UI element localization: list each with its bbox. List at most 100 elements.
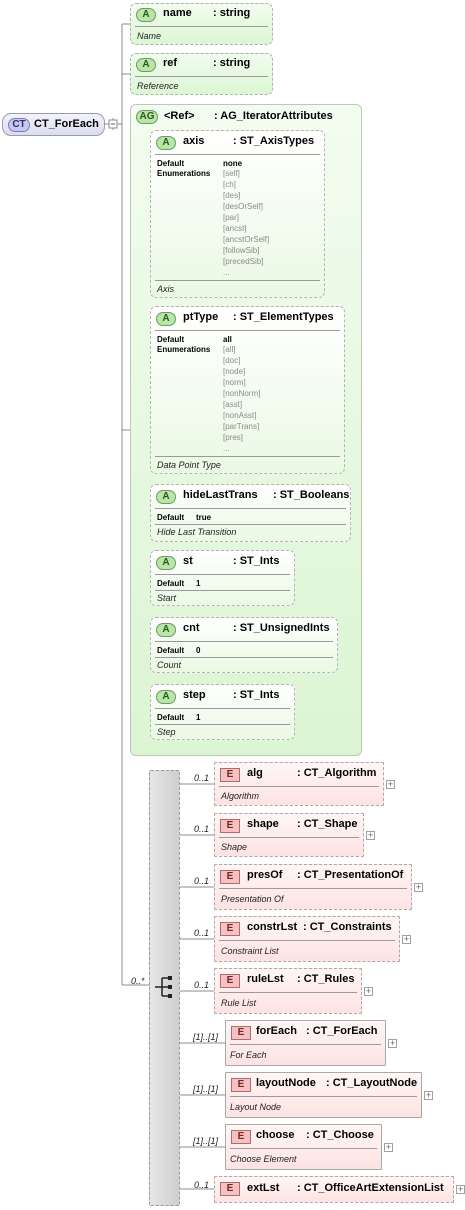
enum-value: [precedSib] — [223, 257, 264, 266]
sequence-compositor[interactable] — [149, 770, 180, 1206]
attribute-step[interactable]: A step : ST_Ints Default 1 Step — [150, 684, 295, 740]
expand-rulelst-button[interactable]: + — [364, 986, 373, 996]
expand-layoutnode-button[interactable]: + — [424, 1090, 433, 1100]
root-type-node[interactable]: CT CT_ForEach — [2, 113, 105, 136]
element-description: Presentation Of — [221, 894, 284, 904]
element-presof[interactable]: E presOf : CT_PresentationOf Presentatio… — [214, 864, 412, 910]
expand-choose-button[interactable]: + — [384, 1142, 393, 1152]
attribute-description: Step — [157, 727, 176, 737]
enum-value: [ancst] — [223, 224, 247, 233]
element-name: forEach — [256, 1025, 297, 1037]
attribute-icon: A — [136, 8, 156, 22]
divider — [155, 724, 290, 725]
element-description: Shape — [221, 842, 248, 852]
default-label: Default — [157, 513, 185, 522]
element-shape[interactable]: E shape : CT_Shape Shape — [214, 813, 364, 857]
expand-presof-button[interactable]: + — [414, 882, 423, 892]
element-icon: E — [231, 1026, 251, 1040]
default-label: Default — [157, 159, 185, 168]
attribute-type: : ST_Booleans — [273, 489, 350, 501]
expand-shape-button[interactable]: + — [366, 830, 375, 840]
attribute-cnt[interactable]: A cnt : ST_UnsignedInts Default 0 Count — [150, 617, 338, 673]
attribute-name-label: ptType — [183, 311, 219, 323]
element-layoutnode[interactable]: E layoutNode : CT_LayoutNode Layout Node — [225, 1072, 422, 1118]
element-name: extLst — [247, 1182, 280, 1194]
enumerations-label: Enumerations — [157, 345, 211, 354]
attribute-name-label: step — [183, 689, 206, 701]
enumerations-label: Enumerations — [157, 169, 211, 178]
divider — [219, 837, 359, 838]
element-type: : CT_OfficeArtExtensionList — [297, 1182, 444, 1194]
element-icon: E — [220, 870, 240, 884]
element-cardinality: 0..1 — [194, 876, 210, 886]
default-value: true — [196, 513, 212, 522]
element-icon: E — [220, 922, 240, 936]
divider — [230, 1044, 381, 1045]
enum-value: [all] — [223, 345, 236, 354]
element-name: choose — [256, 1129, 295, 1141]
divider — [219, 992, 357, 993]
element-type: : CT_ForEach — [306, 1025, 378, 1037]
element-icon: E — [231, 1130, 251, 1144]
enum-value: [doc] — [223, 356, 241, 365]
attribute-type: : string — [213, 7, 251, 19]
default-value: all — [223, 335, 232, 344]
expand-extlst-button[interactable]: + — [456, 1184, 465, 1194]
element-cardinality: [1]..[1] — [193, 1136, 219, 1146]
element-cardinality: 0..1 — [194, 928, 210, 938]
element-extlst[interactable]: E extLst : CT_OfficeArtExtensionList — [214, 1176, 454, 1203]
attribute-ref[interactable]: A ref : string Reference — [130, 53, 273, 95]
attribute-icon: A — [156, 312, 176, 326]
divider — [155, 641, 333, 642]
default-label: Default — [157, 646, 185, 655]
attribute-type: : string — [213, 57, 251, 69]
expand-constrlst-button[interactable]: + — [402, 934, 411, 944]
element-alg[interactable]: E alg : CT_Algorithm Algorithm — [214, 762, 384, 806]
attribute-group-name: <Ref> — [164, 110, 195, 122]
element-choose[interactable]: E choose : CT_Choose Choose Element — [225, 1124, 382, 1170]
enum-value: [pres] — [223, 433, 244, 442]
element-icon: E — [220, 768, 240, 782]
attribute-icon: A — [156, 490, 176, 504]
divider — [219, 940, 395, 941]
enum-value: [des] — [223, 191, 241, 200]
attribute-pttype[interactable]: A ptType : ST_ElementTypes Default all E… — [150, 306, 345, 474]
attribute-group-type: : AG_IteratorAttributes — [214, 110, 333, 122]
element-type: : CT_Constraints — [303, 921, 392, 933]
complex-type-icon: CT — [8, 118, 30, 132]
element-foreach[interactable]: E forEach : CT_ForEach For Each — [225, 1020, 386, 1066]
attribute-name-label: hideLastTrans — [183, 489, 258, 501]
element-name: layoutNode — [256, 1077, 316, 1089]
enum-value: [ch] — [223, 180, 236, 189]
attribute-icon: A — [136, 58, 156, 72]
element-rulelst[interactable]: E ruleLst : CT_Rules Rule List — [214, 968, 362, 1014]
attribute-description: Reference — [137, 81, 179, 91]
element-icon: E — [231, 1078, 251, 1092]
element-name: shape — [247, 818, 279, 830]
element-constrlst[interactable]: E constrLst : CT_Constraints Constraint … — [214, 916, 400, 962]
default-label: Default — [157, 579, 185, 588]
element-description: Layout Node — [230, 1102, 282, 1112]
expand-foreach-button[interactable]: + — [388, 1038, 397, 1048]
divider — [155, 657, 333, 658]
attribute-description: Hide Last Transition — [157, 527, 237, 537]
sequence-icon — [155, 976, 172, 998]
default-label: Default — [157, 335, 185, 344]
element-icon: E — [220, 819, 240, 833]
element-description: Constraint List — [221, 946, 279, 956]
expand-alg-button[interactable]: + — [386, 779, 395, 789]
attribute-st[interactable]: A st : ST_Ints Default 1 Start — [150, 550, 295, 606]
enum-value: [node] — [223, 367, 246, 376]
attribute-axis[interactable]: A axis : ST_AxisTypes Default none Enume… — [150, 130, 325, 298]
enum-value: ... — [223, 268, 230, 277]
element-description: Rule List — [221, 998, 257, 1008]
attribute-description: Name — [137, 31, 162, 41]
enum-value: [desOrSelf] — [223, 202, 264, 211]
attribute-name[interactable]: A name : string Name — [130, 3, 273, 45]
enumeration-list: [self] [ch] [des] [desOrSelf] [par] [anc… — [223, 168, 269, 278]
enum-value: [asst] — [223, 400, 243, 409]
attribute-description: Axis — [157, 284, 175, 294]
attribute-hidelasttrans[interactable]: A hideLastTrans : ST_Booleans Default tr… — [150, 484, 351, 542]
divider — [155, 280, 320, 281]
attribute-icon: A — [156, 556, 176, 570]
